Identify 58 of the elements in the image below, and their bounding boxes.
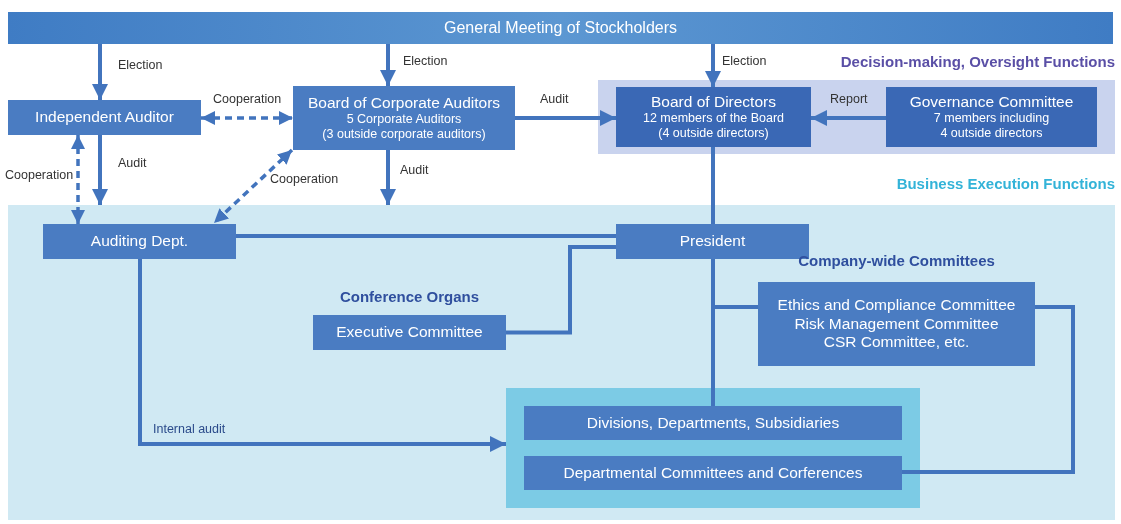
- arrow: [212, 148, 294, 225]
- arrow: [92, 135, 108, 205]
- edge-label: Election: [403, 54, 448, 68]
- connector-line: [711, 259, 715, 406]
- org-box: [524, 456, 902, 490]
- section-heading: Conference Organs: [338, 288, 481, 305]
- arrow: [705, 44, 721, 87]
- edge-label: Audit: [400, 163, 429, 177]
- banner-title: General Meeting of Stockholders: [444, 18, 677, 38]
- box-title: Board of Directors: [651, 92, 776, 112]
- arrow: [138, 259, 506, 452]
- box-subtitle: 5 Corporate Auditors: [346, 112, 462, 128]
- section-heading: Business Execution Functions: [895, 175, 1115, 192]
- org-box: [616, 87, 811, 147]
- box-subtitle: (3 outside corporate auditors): [322, 127, 486, 143]
- box-title: Departmental Committees and Corferences: [563, 463, 863, 483]
- connector-line: [506, 245, 616, 335]
- box-title: Governance Committee: [909, 92, 1074, 112]
- box-subtitle: 7 members including 4 outside directors: [932, 111, 1051, 142]
- edge-label: Cooperation: [213, 92, 282, 106]
- edge-label: Report: [830, 92, 868, 106]
- arrow: [811, 110, 886, 126]
- meeting-banner: [8, 12, 1113, 44]
- org-box: [524, 406, 902, 440]
- box-subtitle: (4 outside directors): [658, 126, 769, 142]
- org-box: [293, 86, 515, 150]
- section-heading: Company-wide Committees: [797, 252, 996, 269]
- box-title: Auditing Dept.: [90, 232, 189, 251]
- box-title: Independent Auditor: [35, 108, 174, 127]
- box-text: Executive Committee: [336, 323, 483, 342]
- box-title: Divisions, Departments, Subsidiaries: [586, 413, 840, 433]
- arrow: [515, 110, 616, 126]
- connector-line: [902, 305, 1075, 474]
- edge-label: Cooperation: [270, 172, 339, 186]
- box-text: CSR Committee, etc.: [823, 333, 970, 352]
- box-subtitle: 12 members of the Board: [642, 111, 784, 127]
- arrow: [380, 44, 396, 86]
- edge-label: Election: [722, 54, 767, 68]
- connector-line: [236, 234, 616, 238]
- org-box: [43, 224, 236, 259]
- box-text: Risk Management Committee: [794, 314, 999, 334]
- edge-label: Election: [118, 58, 163, 72]
- edge-label: Cooperation: [5, 168, 74, 182]
- section-heading: Decision-making, Oversight Functions: [839, 53, 1115, 70]
- box-title: President: [679, 232, 746, 251]
- connector-line: [711, 147, 715, 224]
- org-box: [8, 100, 201, 135]
- arrow: [201, 111, 293, 125]
- edge-label: Audit: [540, 92, 569, 106]
- arrow: [92, 44, 108, 100]
- arrow: [380, 150, 396, 205]
- org-box: [886, 87, 1097, 147]
- arrow: [71, 135, 85, 224]
- section-band: [506, 388, 920, 508]
- box-title: Board of Corporate Auditors: [307, 93, 501, 113]
- edge-label: Audit: [118, 156, 147, 170]
- edge-label: Internal audit: [153, 422, 226, 436]
- box-text: Ethics and Compliance Committee: [777, 296, 1016, 315]
